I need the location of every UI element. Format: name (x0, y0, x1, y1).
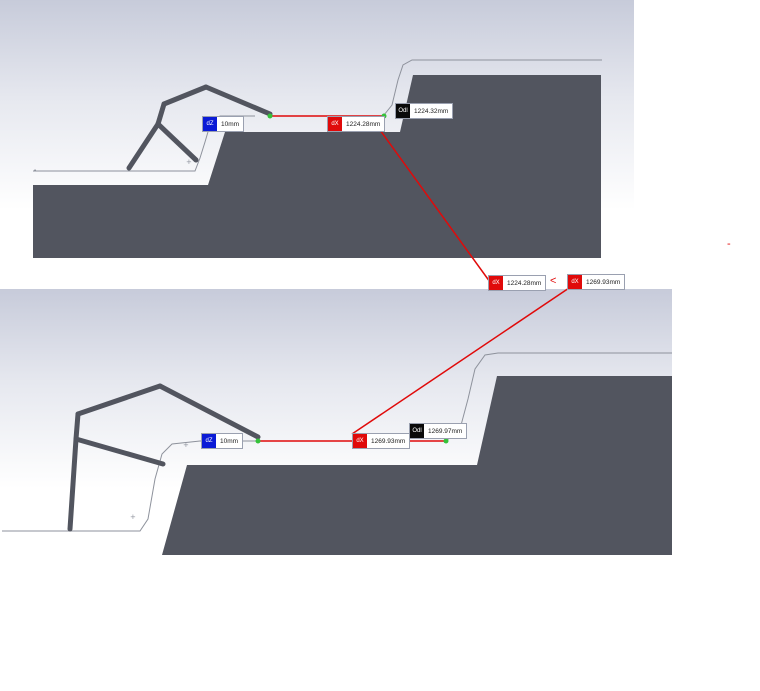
bottom-dz-tag: dZ (202, 434, 216, 448)
top-odl-dimension[interactable]: Odl 1224.32mm (395, 103, 454, 119)
comparison-left-tag: dX (489, 276, 503, 290)
svg-text:•: • (33, 167, 37, 175)
bottom-dx-tag: dX (353, 434, 367, 448)
top-dz-value: 10mm (221, 120, 240, 128)
top-dz-tag: dZ (203, 117, 217, 131)
svg-text:+: + (183, 441, 189, 449)
top-sketch-path-right (383, 59, 602, 116)
bottom-rack-frame (67, 383, 261, 532)
bottom-odl-dimension[interactable]: Odl 1269.97mm (409, 423, 468, 439)
top-dx-value: 1224.28mm (346, 120, 381, 128)
bottom-dx-dimension[interactable]: dX 1269.93mm (352, 433, 411, 449)
bottom-point-end[interactable] (443, 438, 449, 444)
top-sketch: • + (33, 59, 602, 258)
comparison-right-tag: dX (568, 275, 582, 289)
top-point-start[interactable] (267, 113, 273, 119)
bottom-odl-value: 1269.97mm (428, 427, 463, 435)
svg-text:+: + (186, 158, 192, 166)
bottom-sketch: + + (2, 352, 672, 555)
comparison-left-dimension: dX 1224.28mm (488, 275, 547, 291)
bottom-model-view: + + (0, 289, 672, 555)
bottom-dz-dimension[interactable]: dZ 10mm (201, 433, 244, 449)
top-odl-tag: Odl (396, 104, 410, 118)
svg-text:+: + (130, 513, 136, 521)
top-dx-tag: dX (328, 117, 342, 131)
bottom-dz-value: 10mm (220, 437, 239, 445)
top-dz-dimension[interactable]: dZ 10mm (202, 116, 245, 132)
comparison-left-value: 1224.28mm (507, 279, 542, 287)
bottom-point-start[interactable] (255, 438, 261, 444)
side-mark: - (727, 238, 731, 250)
comparison-right-dimension: dX 1269.93mm (567, 274, 626, 290)
top-model-view: • + (0, 0, 634, 280)
bottom-odl-tag: Odl (410, 424, 424, 438)
bottom-terrain (162, 376, 672, 555)
top-terrain (33, 75, 601, 258)
bottom-sketch-path (2, 440, 258, 532)
comparison-operator: < (550, 275, 557, 287)
top-odl-value: 1224.32mm (414, 107, 449, 115)
top-dx-dimension[interactable]: dX 1224.28mm (327, 116, 386, 132)
top-rack-frame (126, 84, 273, 171)
comparison-right-value: 1269.93mm (586, 278, 621, 286)
bottom-dx-value: 1269.93mm (371, 437, 406, 445)
